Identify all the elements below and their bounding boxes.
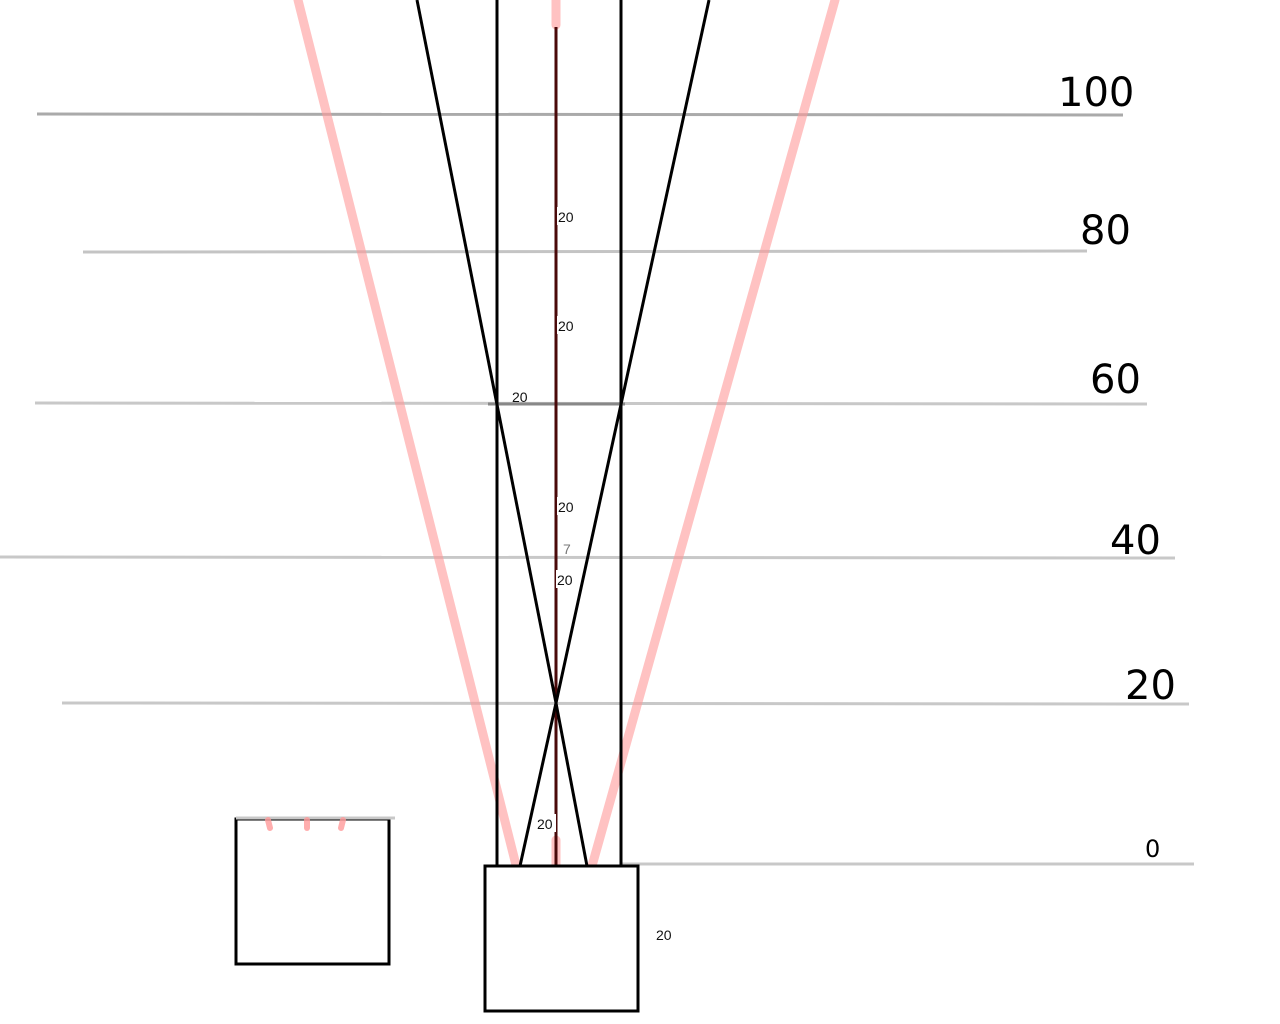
scale-label-0: 0 [1145, 835, 1160, 863]
dimension-label-base-gap: 20 [537, 816, 553, 832]
dimension-label-1: 20 [558, 209, 574, 225]
dimension-label-3: 20 [512, 389, 528, 405]
small-box-tick-3 [338, 817, 346, 831]
crossing-rays [415, 0, 711, 867]
scale-label-40: 40 [1110, 518, 1161, 564]
guide-line-100 [36, 112, 1124, 117]
dimension-label-5: 20 [557, 572, 573, 588]
right-crossing-ray [554, 0, 711, 704]
scale-label-60: 60 [1090, 357, 1141, 403]
main-base-box [483, 864, 640, 1013]
scale-labels: 100 80 60 40 20 0 [1058, 70, 1176, 863]
left-crossing-ray [415, 0, 558, 704]
dimension-label-box: 20 [656, 927, 672, 943]
guide-line-80 [82, 249, 1088, 254]
dimension-label-2: 20 [558, 318, 574, 334]
right-crossing-ray-lower [518, 702, 558, 867]
small-box [234, 817, 391, 966]
left-crossing-ray-lower [554, 702, 589, 867]
small-box-tick-1 [265, 817, 273, 831]
scale-label-20: 20 [1125, 663, 1176, 709]
guide-lines [0, 112, 1194, 866]
small-box-group [234, 816, 395, 966]
scale-label-80: 80 [1080, 208, 1131, 254]
dimension-label-small: 7 [563, 541, 571, 557]
parallel-verticals [495, 0, 623, 866]
dimension-labels: 20 20 20 20 7 20 20 20 [512, 207, 672, 943]
left-pink-ray [293, 0, 523, 878]
scale-label-100: 100 [1058, 70, 1134, 116]
right-pink-ray [585, 0, 840, 878]
dimension-label-4: 20 [558, 499, 574, 515]
guide-line-20 [61, 701, 1190, 706]
outer-rays [293, 0, 840, 878]
